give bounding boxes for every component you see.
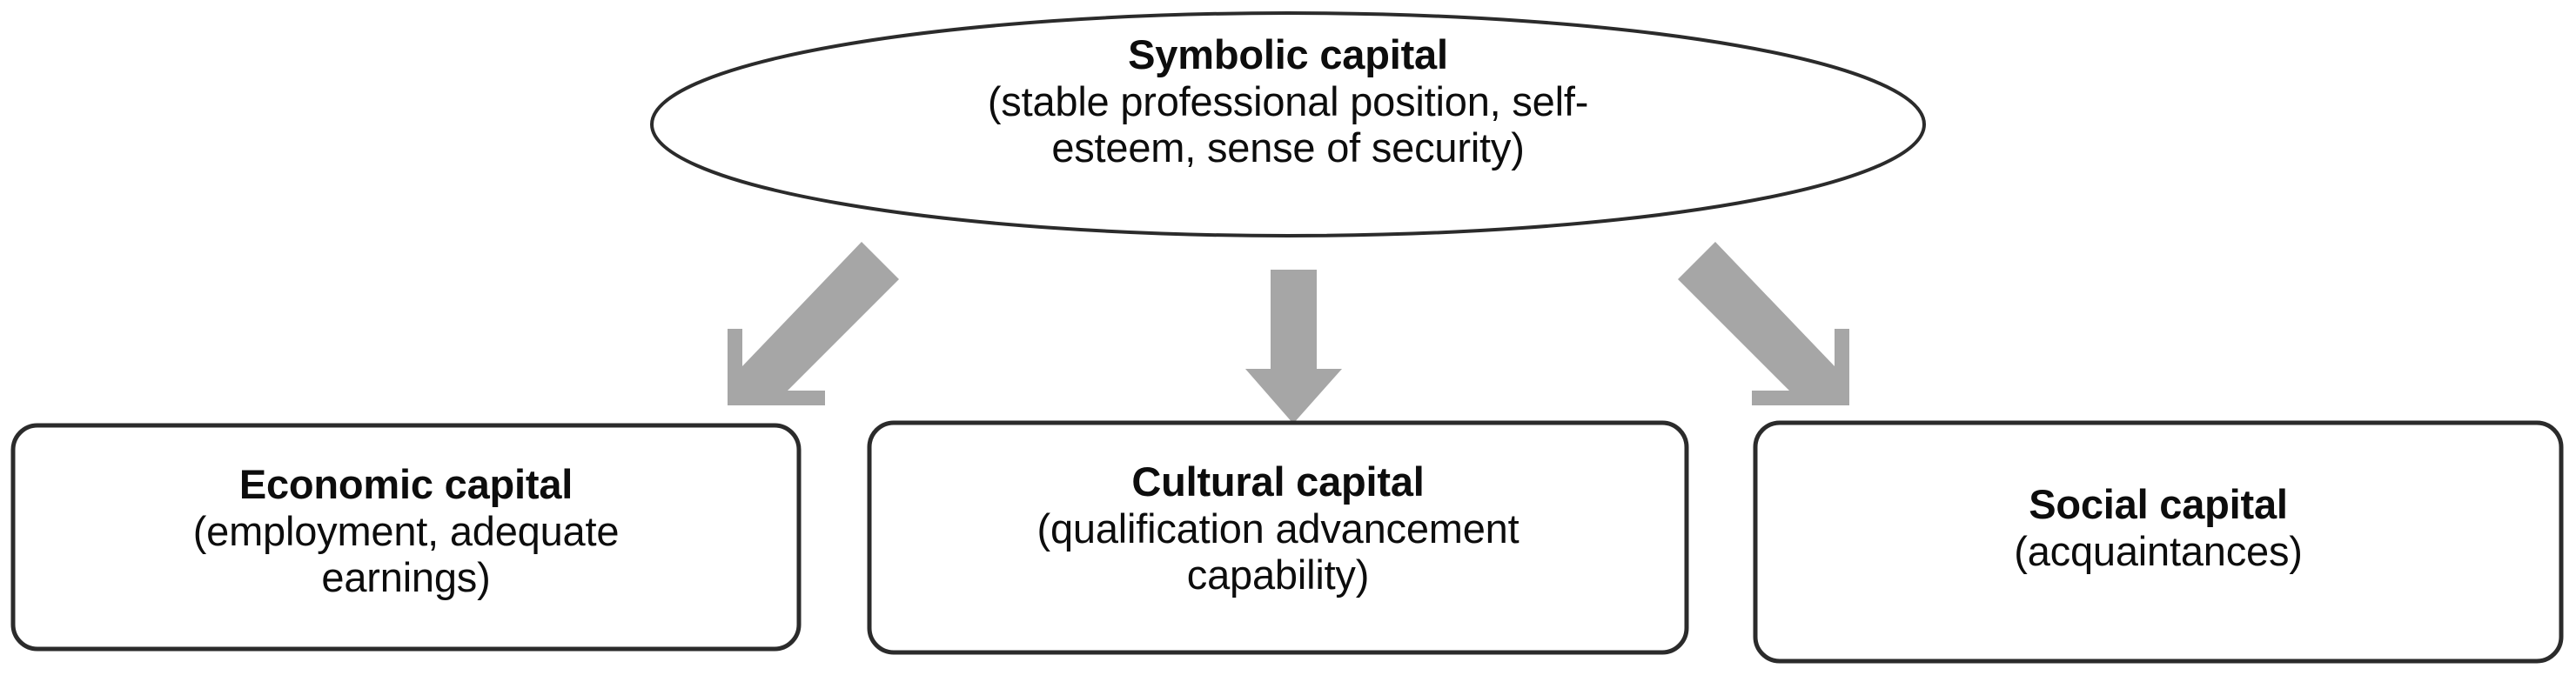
arrow-down-icon [1245, 270, 1342, 424]
economic-capital-box[interactable] [10, 423, 802, 652]
symbolic-capital-subtitle-line-1: (stable professional position, self- [987, 77, 1589, 124]
economic-capital-title: Economic capital [238, 461, 574, 507]
social-capital-title: Social capital [2029, 481, 2288, 527]
cultural-capital-label: Cultural capital (qualification advancem… [868, 458, 1688, 598]
economic-capital-subtitle-line-1: (employment, adequate [192, 507, 620, 554]
cultural-capital-subtitle-line-2: capability) [1186, 552, 1370, 598]
cultural-capital-title: Cultural capital [1131, 458, 1425, 505]
symbolic-capital-ellipse[interactable] [650, 11, 1926, 237]
social-capital-box[interactable] [1753, 420, 2564, 664]
social-capital-label: Social capital (acquaintances) [1754, 481, 2563, 574]
arrow-down-left-icon [728, 242, 899, 405]
social-capital-subtitle-line-1: (acquaintances) [2014, 527, 2303, 574]
cultural-capital-box[interactable] [867, 420, 1689, 655]
economic-capital-subtitle-line-2: earnings) [321, 554, 491, 601]
symbolic-capital-label: Symbolic capital (stable professional po… [650, 31, 1926, 171]
arrow-down-right-icon [1678, 242, 1849, 405]
symbolic-capital-title: Symbolic capital [1128, 31, 1448, 77]
symbolic-capital-subtitle-line-2: esteem, sense of security) [1051, 124, 1525, 171]
economic-capital-label: Economic capital (employment, adequate e… [11, 461, 801, 601]
cultural-capital-subtitle-line-1: (qualification advancement [1036, 505, 1519, 552]
